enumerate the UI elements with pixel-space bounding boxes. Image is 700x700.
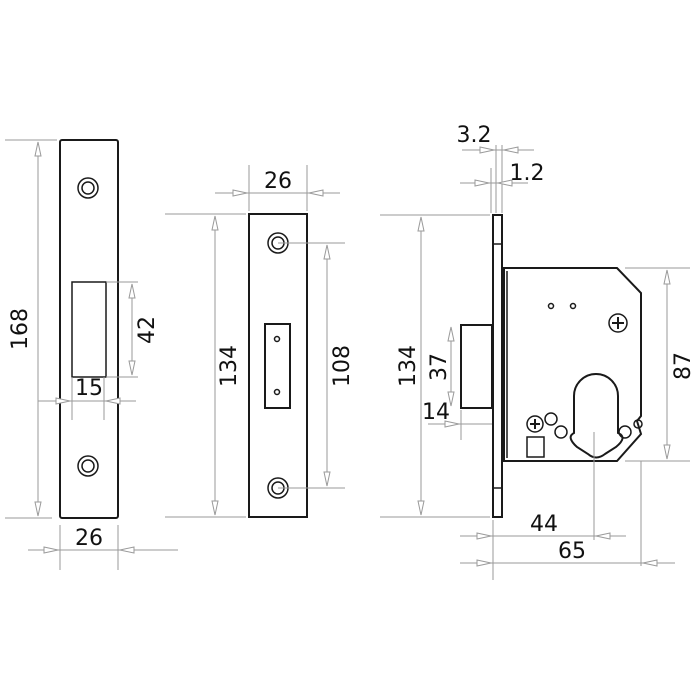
dim-bolt-height: 37 <box>427 353 452 381</box>
screw-hole-top <box>77 177 99 199</box>
deadbolt <box>460 324 493 409</box>
dim-forend-width: 26 <box>264 169 292 194</box>
dim-slot-width: 15 <box>75 376 103 401</box>
dim-striker-height: 168 <box>8 308 33 350</box>
lock-forend <box>492 214 503 518</box>
small-screw-icon <box>526 415 544 433</box>
dim-screw-centres: 108 <box>330 345 355 387</box>
case-screw-icon <box>608 313 628 333</box>
dim-backset: 44 <box>530 512 558 537</box>
forend-plate-view: 26 134 108 <box>165 165 355 518</box>
dim-slot-height: 42 <box>135 316 160 344</box>
dim-striker-width: 26 <box>75 526 103 551</box>
striker-plate-outline <box>59 139 119 519</box>
dim-plate-thickness: 1.2 <box>510 161 545 186</box>
dim-case-depth: 65 <box>558 539 586 564</box>
cylinder-cutout <box>569 373 624 459</box>
dim-bolt-throw: 14 <box>422 400 450 425</box>
bolt-slot <box>71 281 107 378</box>
dim-forend-height: 134 <box>217 345 242 387</box>
striker-plate-view: 168 42 15 26 <box>5 139 178 570</box>
dim-lock-forend-height: 134 <box>396 345 421 387</box>
dim-forend-thickness: 3.2 <box>457 123 492 148</box>
screw-hole-bottom <box>77 455 99 477</box>
lock-case <box>503 267 643 462</box>
dim-case-height: 87 <box>671 352 696 380</box>
lock-body-view: 3.2 1.2 134 37 14 87 44 <box>380 123 696 580</box>
